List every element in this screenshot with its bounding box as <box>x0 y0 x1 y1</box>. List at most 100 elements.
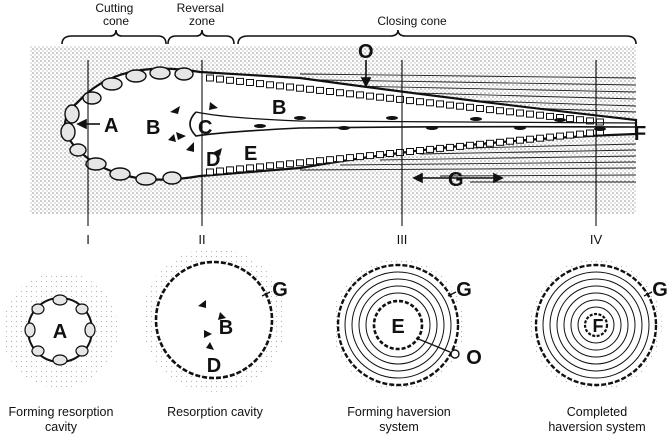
osteoblast-upper <box>356 91 364 99</box>
osteoblast-lower <box>486 139 494 147</box>
osteoblast-upper <box>216 75 224 83</box>
osteoblast-lower <box>396 149 404 156</box>
osteoblast-upper <box>596 118 604 126</box>
section2-letter-d: D <box>207 355 221 377</box>
osteoblast-lower <box>526 135 534 143</box>
osteoblast-upper <box>306 85 314 93</box>
osteoblast-upper <box>536 111 544 119</box>
reversal-zone-label: Reversal zone <box>177 1 228 28</box>
osteoblast-upper <box>546 112 554 120</box>
osteoblast-lower <box>386 150 394 157</box>
letter-o: O <box>358 41 374 63</box>
osteoblast-lower <box>336 155 344 163</box>
section-marker-lines <box>87 60 597 226</box>
osteoblast-lower <box>276 161 284 169</box>
osteoblast-upper <box>396 95 404 103</box>
osteoblast-lower <box>466 141 474 149</box>
section-markers: I II III IV <box>86 232 602 247</box>
osteoblast-upper <box>526 110 534 118</box>
osteoblast-upper <box>426 99 434 107</box>
closing-cone-label: Closing cone <box>377 14 447 28</box>
osteoclast-cells <box>60 66 194 186</box>
osteoblast-lower <box>286 160 294 168</box>
section4-letter-f: F <box>593 316 604 336</box>
osteoblast-upper <box>466 103 474 111</box>
caption-completed-haversion-system: Completed haversion system <box>548 405 646 434</box>
capillary-vessel-lower <box>195 111 637 124</box>
section2-letter-g: G <box>272 279 288 301</box>
osteoblast-upper <box>586 117 594 125</box>
section3-letter-g: G <box>456 279 472 301</box>
osteoblast-lower <box>376 151 384 159</box>
caption-forming-resorption-cavity: Forming resorption cavity <box>8 405 114 434</box>
cross-section-2: B D G <box>142 248 288 392</box>
direction-arrows <box>76 60 504 184</box>
section2-letter-b: B <box>219 317 233 339</box>
osteoblast-upper <box>256 80 264 88</box>
letter-c: C <box>198 117 212 139</box>
osteoblast-lower <box>446 143 454 151</box>
osteoblast-lower <box>296 159 304 167</box>
letter-b-left: B <box>146 117 160 139</box>
marker-ii: II <box>198 232 205 247</box>
osteoblast-upper <box>446 101 454 109</box>
osteoblast-lower <box>266 162 274 170</box>
letter-b-right: B <box>272 97 286 119</box>
osteoblast-lower <box>236 165 244 173</box>
osteoblast-upper <box>346 90 354 98</box>
osteoblast-upper <box>236 77 244 85</box>
osteoblast-lower <box>516 136 524 144</box>
closing-cone-brace <box>237 29 637 45</box>
marker-iii: III <box>397 232 408 247</box>
osteoblast-lower <box>416 147 424 154</box>
osteoblast-upper <box>486 106 494 114</box>
osteoblast-lower <box>546 133 554 141</box>
osteoblast-upper <box>516 109 524 117</box>
cutting-cone-line-2: cone <box>103 14 129 28</box>
reversal-zone-line-2: zone <box>189 14 215 28</box>
reversal-zone-line-1: Reversal <box>177 1 224 15</box>
osteoblast-lower <box>576 130 584 138</box>
osteoblast-upper <box>326 88 334 95</box>
osteoblast-upper <box>376 93 384 101</box>
osteoblast-lower <box>556 132 564 140</box>
osteoblast-upper <box>226 76 234 84</box>
osteoblast-lower <box>306 158 314 166</box>
osteoblast-lower <box>246 164 254 172</box>
osteoblast-lower <box>476 140 484 148</box>
osteoblast-lower <box>216 167 224 175</box>
section3-letter-o: O <box>466 347 482 369</box>
osteoblast-lower <box>366 152 374 160</box>
osteoblast-upper <box>456 102 464 110</box>
osteoblast-upper <box>496 107 504 115</box>
letter-g: G <box>448 169 464 191</box>
osteoblast-lower <box>456 142 464 150</box>
osteoblast-upper <box>316 86 324 94</box>
reversal-cells <box>168 102 222 156</box>
letter-d: D <box>206 149 220 171</box>
cross-section-4: F G <box>530 259 668 391</box>
marker-iv: IV <box>590 232 603 247</box>
osteoblast-upper <box>336 89 344 97</box>
osteoblast-lower <box>356 153 364 161</box>
osteoblast-upper <box>476 105 484 112</box>
osteoblast-lower <box>206 168 214 176</box>
osteoblast-upper <box>296 84 304 92</box>
cutting-cone-label: Cutting cone <box>95 1 136 28</box>
cross-section-1: A <box>2 272 118 388</box>
osteoblast-upper <box>576 116 584 124</box>
section4-letter-g: G <box>652 279 668 301</box>
osteoblast-rows <box>206 74 604 176</box>
blood-cells <box>254 116 606 131</box>
letter-a: A <box>104 115 118 137</box>
osteoblast-lower <box>566 131 574 139</box>
osteoblast-lower <box>586 129 594 137</box>
osteoblast-upper <box>286 83 294 91</box>
osteoblast-upper <box>266 81 274 89</box>
osteoblast-upper <box>276 82 284 90</box>
resorption-tunnel <box>63 67 638 181</box>
osteoblast-upper <box>566 115 574 123</box>
osteoblast-lower <box>506 137 514 145</box>
osteoblast-upper <box>416 98 424 106</box>
